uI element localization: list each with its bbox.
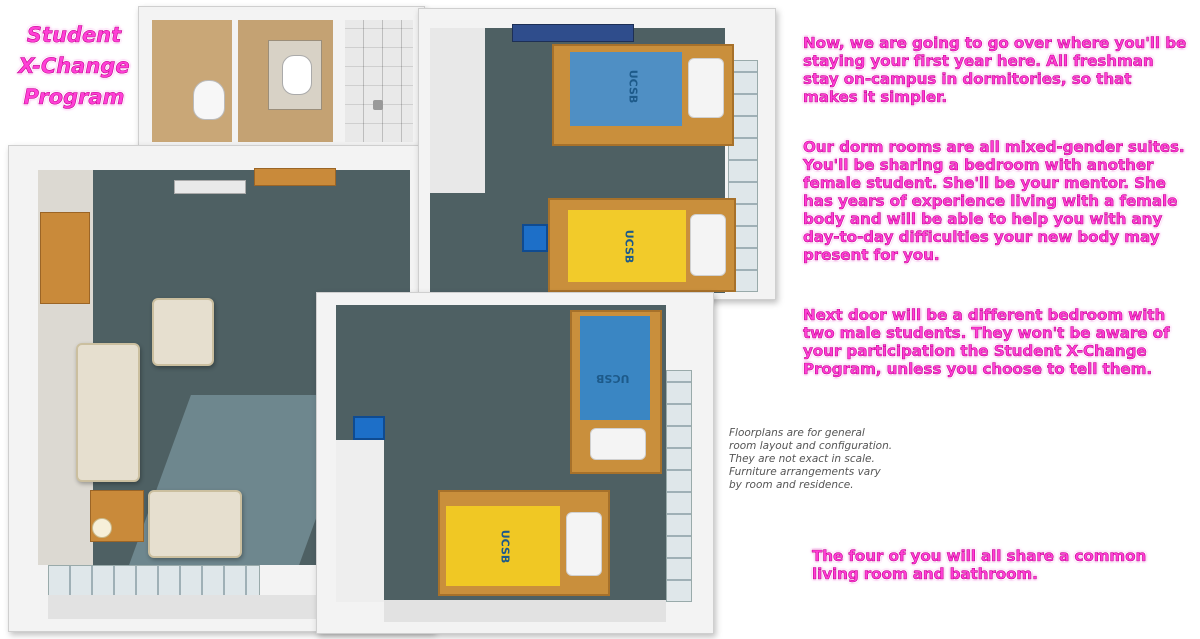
shower-drain	[373, 100, 383, 110]
living-room-window	[48, 565, 260, 597]
front-door	[254, 168, 336, 186]
bed-3-logo: UCSB	[596, 372, 630, 385]
paragraph-3: Next door will be a different bedroom wi…	[803, 306, 1170, 379]
bed-2-logo: UCSB	[622, 229, 636, 264]
sink-basin	[282, 55, 312, 95]
couch	[76, 343, 140, 482]
lamp	[92, 518, 112, 538]
entry-closet	[40, 212, 90, 304]
bed-2-pillow	[690, 214, 726, 276]
bedroom-2-ledge	[384, 600, 666, 622]
bedroom-2-closet	[336, 440, 384, 602]
bedroom-1-entry	[430, 28, 485, 193]
title-line-1: Student	[26, 23, 122, 48]
bed-1-blanket	[570, 52, 682, 126]
bed-2-blanket	[568, 210, 686, 282]
floorplan: UCSB UCSB UCSB UCSB	[8, 6, 776, 634]
paragraph-2: Our dorm rooms are all mixed-gender suit…	[803, 138, 1185, 265]
window-ledge	[48, 595, 318, 619]
bedroom-1-poster	[512, 24, 634, 42]
bed-1-pillow	[688, 58, 724, 118]
title-line-2: X-Change	[18, 54, 130, 79]
bed-4-blanket	[446, 506, 560, 586]
paragraph-4: The four of you will all share a common …	[812, 547, 1147, 584]
toilet-room-floor	[152, 20, 232, 142]
bedroom-2-window	[666, 370, 692, 602]
toilet	[193, 80, 225, 120]
paragraph-1: Now, we are going to go over where you'l…	[803, 34, 1187, 107]
floorplan-disclaimer: Floorplans are for general room layout a…	[729, 427, 893, 491]
shower-floor	[345, 20, 413, 142]
title-line-3: Program	[23, 85, 125, 110]
armchair-top	[152, 298, 214, 366]
bed-3-blanket	[580, 316, 650, 420]
bed-1-logo: UCSB	[626, 69, 640, 104]
bed-4-pillow	[566, 512, 602, 576]
armchair-bottom	[148, 490, 242, 558]
bed-4-logo: UCSB	[498, 529, 512, 564]
program-title: Student X-Change Program	[14, 20, 134, 113]
end-table	[90, 490, 144, 542]
bedroom-2-bin	[353, 416, 385, 440]
bedroom-1-bin	[522, 224, 548, 252]
heater-vent	[174, 180, 246, 194]
bed-3-pillow	[590, 428, 646, 460]
